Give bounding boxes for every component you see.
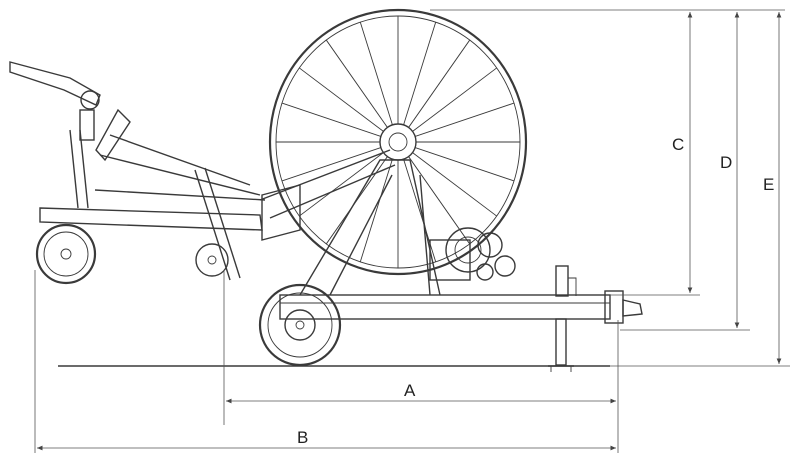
dimension-lines bbox=[34, 9, 790, 453]
reel-spoke bbox=[412, 152, 497, 217]
dimension-label-e: E bbox=[763, 175, 774, 194]
dimension-label-c: C bbox=[672, 135, 684, 154]
reel-spoke bbox=[408, 156, 471, 245]
dimension-label-b: B bbox=[297, 428, 308, 447]
reel-spoke bbox=[403, 158, 437, 262]
reel-spoke bbox=[412, 67, 497, 132]
dimension-label-a: A bbox=[404, 381, 416, 400]
sprinkler-cart bbox=[9, 61, 301, 285]
reel-spoke bbox=[299, 67, 384, 132]
reel-frame bbox=[259, 149, 516, 296]
reel-spoke bbox=[281, 102, 382, 137]
reel-spoke bbox=[281, 147, 382, 182]
reel-spoke bbox=[299, 152, 384, 217]
reel-spoke bbox=[359, 158, 393, 262]
chassis bbox=[279, 265, 643, 372]
reel-spoke bbox=[408, 39, 471, 128]
reel-spoke bbox=[325, 39, 388, 128]
reel-spoke bbox=[359, 22, 393, 126]
reel-spoke bbox=[414, 102, 515, 137]
reel-spokes bbox=[276, 16, 520, 268]
reel-drum bbox=[268, 8, 528, 276]
main-wheel bbox=[258, 283, 342, 367]
dimension-label-d: D bbox=[720, 153, 732, 172]
reel-spoke bbox=[414, 147, 515, 182]
reel-spoke bbox=[403, 22, 437, 126]
